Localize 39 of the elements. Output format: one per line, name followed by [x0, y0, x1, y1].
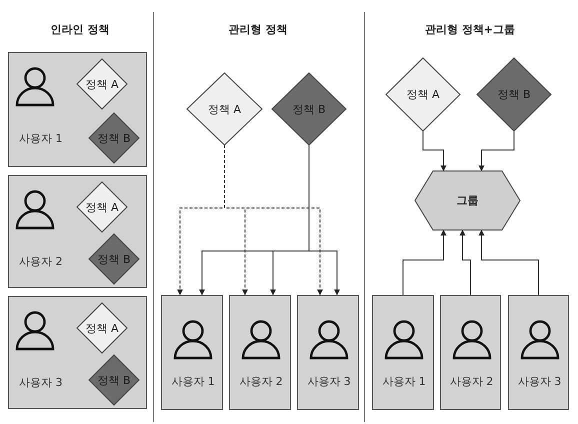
user-label: 사용자 2 — [448, 374, 494, 389]
user-box — [229, 295, 291, 410]
user-label: 사용자 3 — [516, 374, 562, 389]
policy-diamond: 정책 B — [477, 58, 551, 131]
policy-diamond: 정책 A — [77, 59, 127, 109]
policy-diamond: 정책 B — [89, 355, 139, 405]
user-label: 사용자 2 — [19, 254, 62, 269]
user-box — [8, 296, 147, 409]
policy-diamond: 정책 A — [187, 73, 262, 145]
user-label: 사용자 1 — [19, 131, 62, 146]
user-label: 사용자 2 — [238, 374, 284, 389]
user-box — [297, 295, 359, 410]
user-label: 사용자 3 — [19, 375, 62, 390]
arrow — [224, 144, 323, 296]
column-heading: 관리형 정책+그룹 — [424, 22, 516, 37]
policy-diamond: 정책 A — [386, 58, 460, 131]
arrow — [478, 230, 539, 296]
user-box — [8, 175, 147, 288]
column-heading: 관리형 정책 — [228, 22, 288, 37]
arrow — [402, 230, 446, 296]
group-hexagon: 그룹 — [415, 171, 520, 230]
user-box — [161, 295, 223, 410]
policy-diamond: 정책 B — [89, 113, 139, 163]
user-box — [508, 295, 569, 410]
policy-diamond: 정책 A — [77, 303, 127, 353]
arrow — [478, 130, 514, 172]
column-heading: 인라인 정책 — [50, 22, 110, 37]
arrow — [460, 230, 471, 296]
policy-diamond: 정책 B — [272, 73, 346, 145]
arrow — [308, 144, 340, 296]
user-label: 사용자 1 — [381, 374, 427, 389]
user-box — [8, 52, 147, 167]
user-box — [440, 295, 501, 410]
user-label: 사용자 1 — [170, 374, 216, 389]
policy-diamond: 정책 B — [89, 234, 139, 284]
arrow — [422, 130, 446, 172]
policy-diamond: 정책 A — [77, 182, 127, 232]
user-box — [372, 295, 434, 410]
user-label: 사용자 3 — [306, 374, 352, 389]
